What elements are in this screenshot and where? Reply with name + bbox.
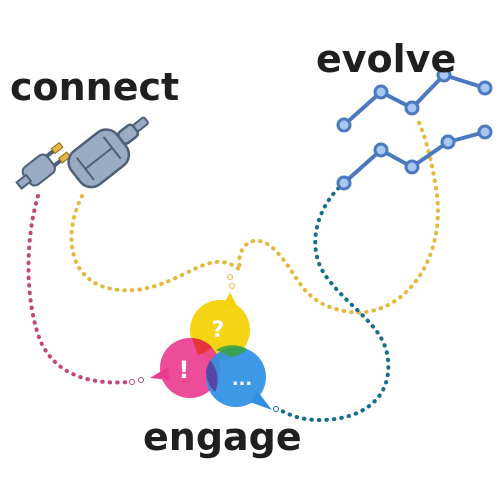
engage-path-end-dot bbox=[227, 274, 233, 280]
pink-bubble-glyph: ! bbox=[179, 356, 190, 384]
connect-to-evolve-dotted-path bbox=[69, 116, 440, 315]
pink-bubble bbox=[160, 338, 220, 398]
graph-line-upper bbox=[342, 73, 486, 127]
graph-node bbox=[336, 117, 352, 133]
label-engage: engage bbox=[143, 415, 302, 459]
overlap-yellow-pink bbox=[192, 338, 212, 355]
graph-node bbox=[477, 80, 493, 96]
blue-bubble-glyph: ... bbox=[232, 369, 253, 390]
line-graph-icon bbox=[336, 67, 493, 191]
graph-node bbox=[404, 100, 420, 116]
graph-node bbox=[477, 124, 493, 140]
electric-plug-icon bbox=[15, 116, 149, 190]
graph-node bbox=[404, 159, 420, 175]
yellow-bubble-glyph: ? bbox=[212, 318, 225, 343]
graph-node bbox=[436, 67, 452, 83]
evolve-to-engage-dotted-path bbox=[278, 181, 391, 423]
overlap-pink-blue bbox=[205, 360, 218, 392]
blue-path-end-dot bbox=[273, 406, 279, 412]
overlap-yellow-blue bbox=[216, 345, 247, 357]
connect-dotted-path bbox=[26, 194, 132, 385]
graph-node bbox=[373, 84, 389, 100]
graph-node bbox=[336, 175, 352, 191]
label-connect: connect bbox=[10, 65, 179, 109]
blue-bubble bbox=[206, 347, 266, 407]
engage-path-end-dot bbox=[229, 283, 235, 289]
graph-node bbox=[440, 134, 456, 150]
graph-node bbox=[373, 142, 389, 158]
connect-path-end-dot bbox=[138, 377, 144, 383]
label-evolve: evolve bbox=[316, 37, 456, 81]
connect-path-end-dot bbox=[129, 379, 135, 385]
speech-bubbles-icon: ? ! ... bbox=[150, 292, 272, 410]
graph-line-lower bbox=[342, 130, 486, 185]
